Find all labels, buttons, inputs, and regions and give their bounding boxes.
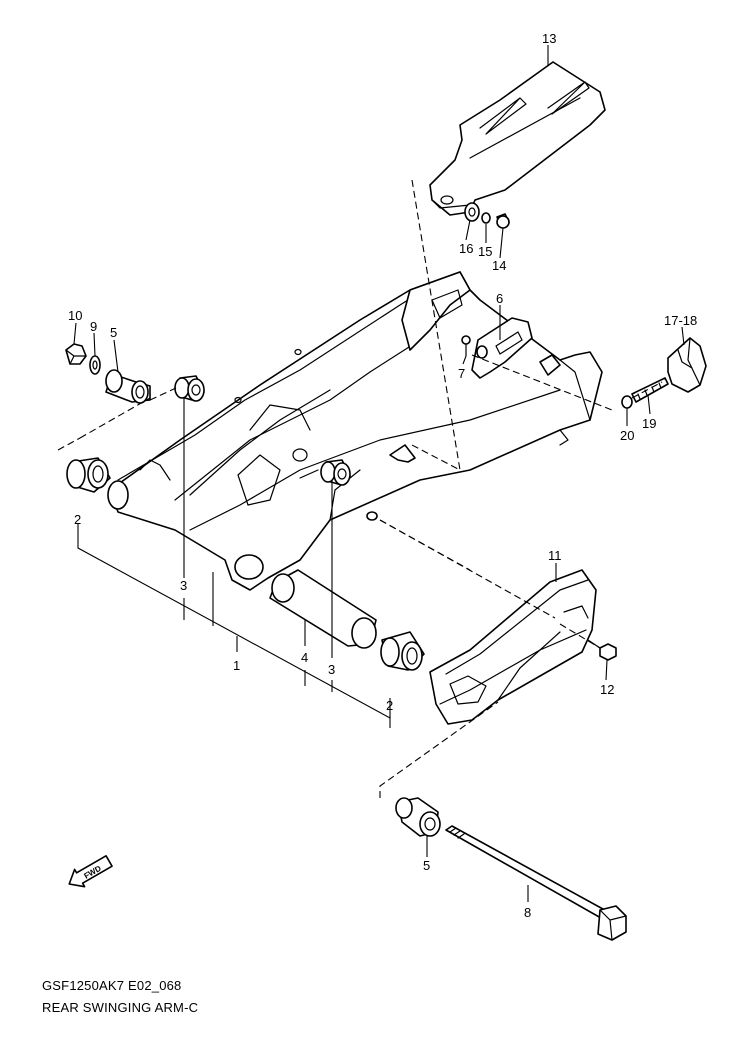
callout-2-right: 2 (386, 698, 393, 713)
callout-13: 13 (542, 31, 556, 46)
callout-3-right: 3 (328, 662, 335, 677)
fwd-arrow-icon: FWD (68, 855, 113, 888)
assembly-lines (57, 179, 663, 798)
callout-9: 9 (90, 319, 97, 334)
collar-5-bottom (395, 797, 441, 837)
callout-3-left: 3 (180, 578, 187, 593)
adjuster-bolt-19 (631, 377, 669, 403)
callout-8: 8 (524, 905, 531, 920)
callout-numbers: 13 16 15 14 10 9 5 6 17-18 7 19 20 2 3 3… (68, 31, 697, 920)
callout-7: 7 (458, 366, 465, 381)
callout-11: 11 (548, 548, 562, 563)
callout-2-left: 2 (74, 512, 81, 527)
callout-5-top: 5 (110, 325, 117, 340)
swingarm-1 (107, 271, 603, 591)
diagram-code: GSF1250AK7 E02_068 (42, 978, 182, 993)
callout-16: 16 (459, 241, 473, 256)
leader-lines (73, 45, 685, 902)
needle-bearing-3-left (174, 375, 205, 402)
callout-20: 20 (620, 428, 634, 443)
chain-buffer-11 (429, 569, 597, 725)
spacer-4 (269, 569, 377, 649)
chain-guard-hardware (464, 202, 510, 229)
chain-guard-13 (429, 61, 606, 216)
callout-6: 6 (496, 291, 503, 306)
needle-bearing-3-right (320, 459, 351, 486)
collar-5-top (105, 369, 151, 404)
callout-15: 15 (478, 244, 492, 259)
adjuster-nut-20 (621, 395, 633, 409)
callout-14: 14 (492, 258, 506, 273)
callout-1: 1 (233, 658, 240, 673)
pivot-shaft-8 (445, 825, 627, 941)
bearing-2-left (66, 457, 111, 493)
bearing-2-right (380, 631, 425, 671)
callout-5-bottom: 5 (423, 858, 430, 873)
callout-10: 10 (68, 308, 82, 323)
adjuster-block-17-18 (667, 337, 707, 393)
pivot-nut-10 (65, 343, 87, 365)
callout-19: 19 (642, 416, 656, 431)
callout-4: 4 (301, 650, 308, 665)
callout-12: 12 (600, 682, 614, 697)
washer-9 (89, 355, 101, 375)
callout-17-18: 17-18 (664, 313, 697, 328)
diagram-title: REAR SWINGING ARM-C (42, 1000, 199, 1015)
bolt-7 (461, 335, 471, 357)
chain-adjuster-6 (471, 317, 533, 379)
